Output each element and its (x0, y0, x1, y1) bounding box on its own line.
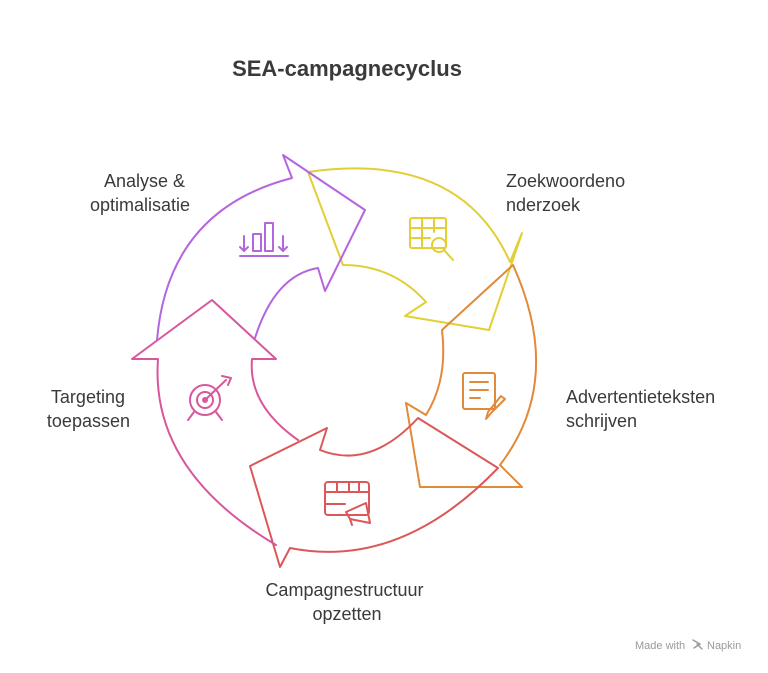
segment-advertentieteksten (405, 264, 538, 488)
segment-targeting (131, 299, 299, 546)
segment-campagnestructuur (249, 417, 499, 568)
napkin-logo-icon (692, 639, 703, 650)
target-arrow-icon (187, 375, 232, 421)
segment-analyse (156, 154, 366, 341)
segment-zoekwoordenonderzoek (307, 167, 523, 331)
label-targeting: Targeting toepassen (47, 387, 130, 431)
label-analyse: Analyse & optimalisatie (90, 171, 190, 215)
svg-text:Made with: Made with (635, 640, 685, 652)
table-search-icon (409, 217, 454, 261)
svg-text:Napkin: Napkin (707, 640, 741, 652)
napkin-credit: Made with Napkin (635, 639, 741, 652)
calendar-megaphone-icon (324, 481, 371, 526)
label-advertentieteksten: Advertentieteksten schrijven (566, 387, 720, 431)
document-pencil-icon (462, 372, 506, 420)
label-campagnestructuur: Campagnestructuur opzetten (265, 580, 428, 624)
page-title: SEA-campagnecyclus (232, 56, 462, 81)
label-zoekwoordenonderzoek: Zoekwoordeno nderzoek (506, 171, 630, 215)
bar-chart-icon (239, 222, 289, 257)
